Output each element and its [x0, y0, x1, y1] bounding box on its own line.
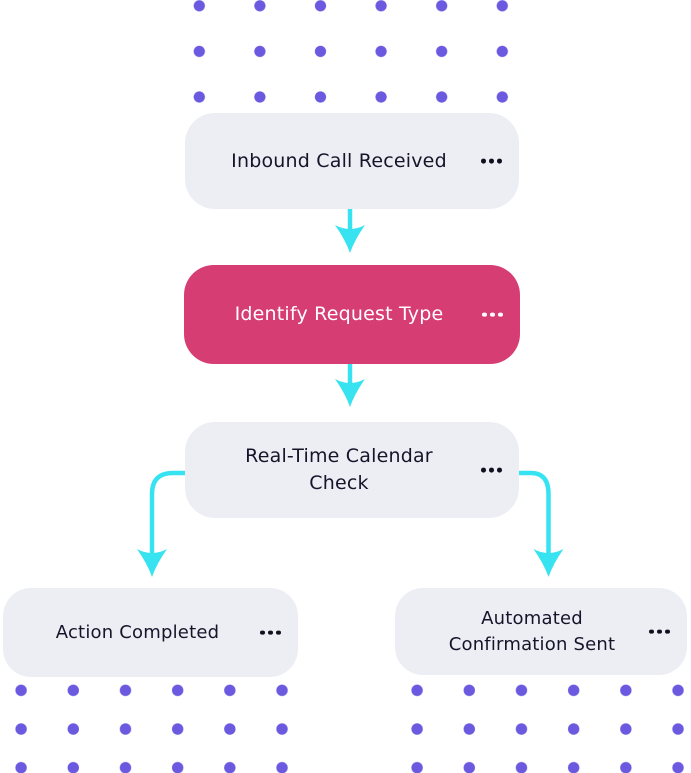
more-options-icon[interactable]	[647, 625, 672, 638]
more-options-icon[interactable]	[479, 464, 504, 477]
more-options-icon[interactable]	[480, 308, 505, 321]
ellipsis-dot	[481, 467, 487, 473]
ellipsis-dot	[497, 467, 502, 473]
connector-identify-to-calendar	[335, 364, 365, 407]
ellipsis-dot	[482, 312, 488, 317]
ellipsis-dot	[481, 158, 487, 164]
node-label: Real-Time Calendar Check	[245, 445, 433, 494]
ellipsis-dot	[649, 629, 655, 634]
ellipsis-dot	[489, 158, 495, 164]
ellipsis-dot	[276, 630, 281, 635]
node-action-completed[interactable]: Action Completed	[3, 588, 298, 677]
node-identify-request-type[interactable]: Identify Request Type	[184, 265, 520, 364]
node-real-time-calendar-check[interactable]: Real-Time Calendar Check	[185, 422, 519, 518]
ellipsis-dot	[260, 630, 266, 635]
node-label: Inbound Call Received	[231, 149, 447, 172]
ellipsis-dot	[268, 630, 274, 635]
node-label: Automated Confirmation Sent	[448, 607, 616, 655]
ellipsis-dot	[490, 312, 496, 317]
node-automated-confirmation-sent[interactable]: Automated Confirmation Sent	[395, 588, 687, 675]
node-label: Identify Request Type	[234, 303, 444, 326]
more-options-icon[interactable]	[479, 155, 504, 168]
ellipsis-dot	[498, 312, 503, 317]
dot-pattern-top	[168, 0, 533, 121]
ellipsis-dot	[489, 467, 495, 473]
connector-calendar-to-action	[137, 470, 185, 577]
more-options-icon[interactable]	[258, 626, 283, 639]
ellipsis-dot	[665, 629, 670, 634]
dot-pattern-bottom-right	[391, 670, 691, 773]
ellipsis-dot	[657, 629, 663, 634]
node-label: Action Completed	[55, 621, 220, 643]
ellipsis-dot	[497, 158, 502, 164]
dot-pattern-bottom-left	[0, 670, 309, 773]
connector-calendar-to-confirmation	[519, 470, 564, 577]
connector-inbound-to-identify	[335, 209, 365, 253]
node-inbound-call-received[interactable]: Inbound Call Received	[185, 113, 519, 209]
